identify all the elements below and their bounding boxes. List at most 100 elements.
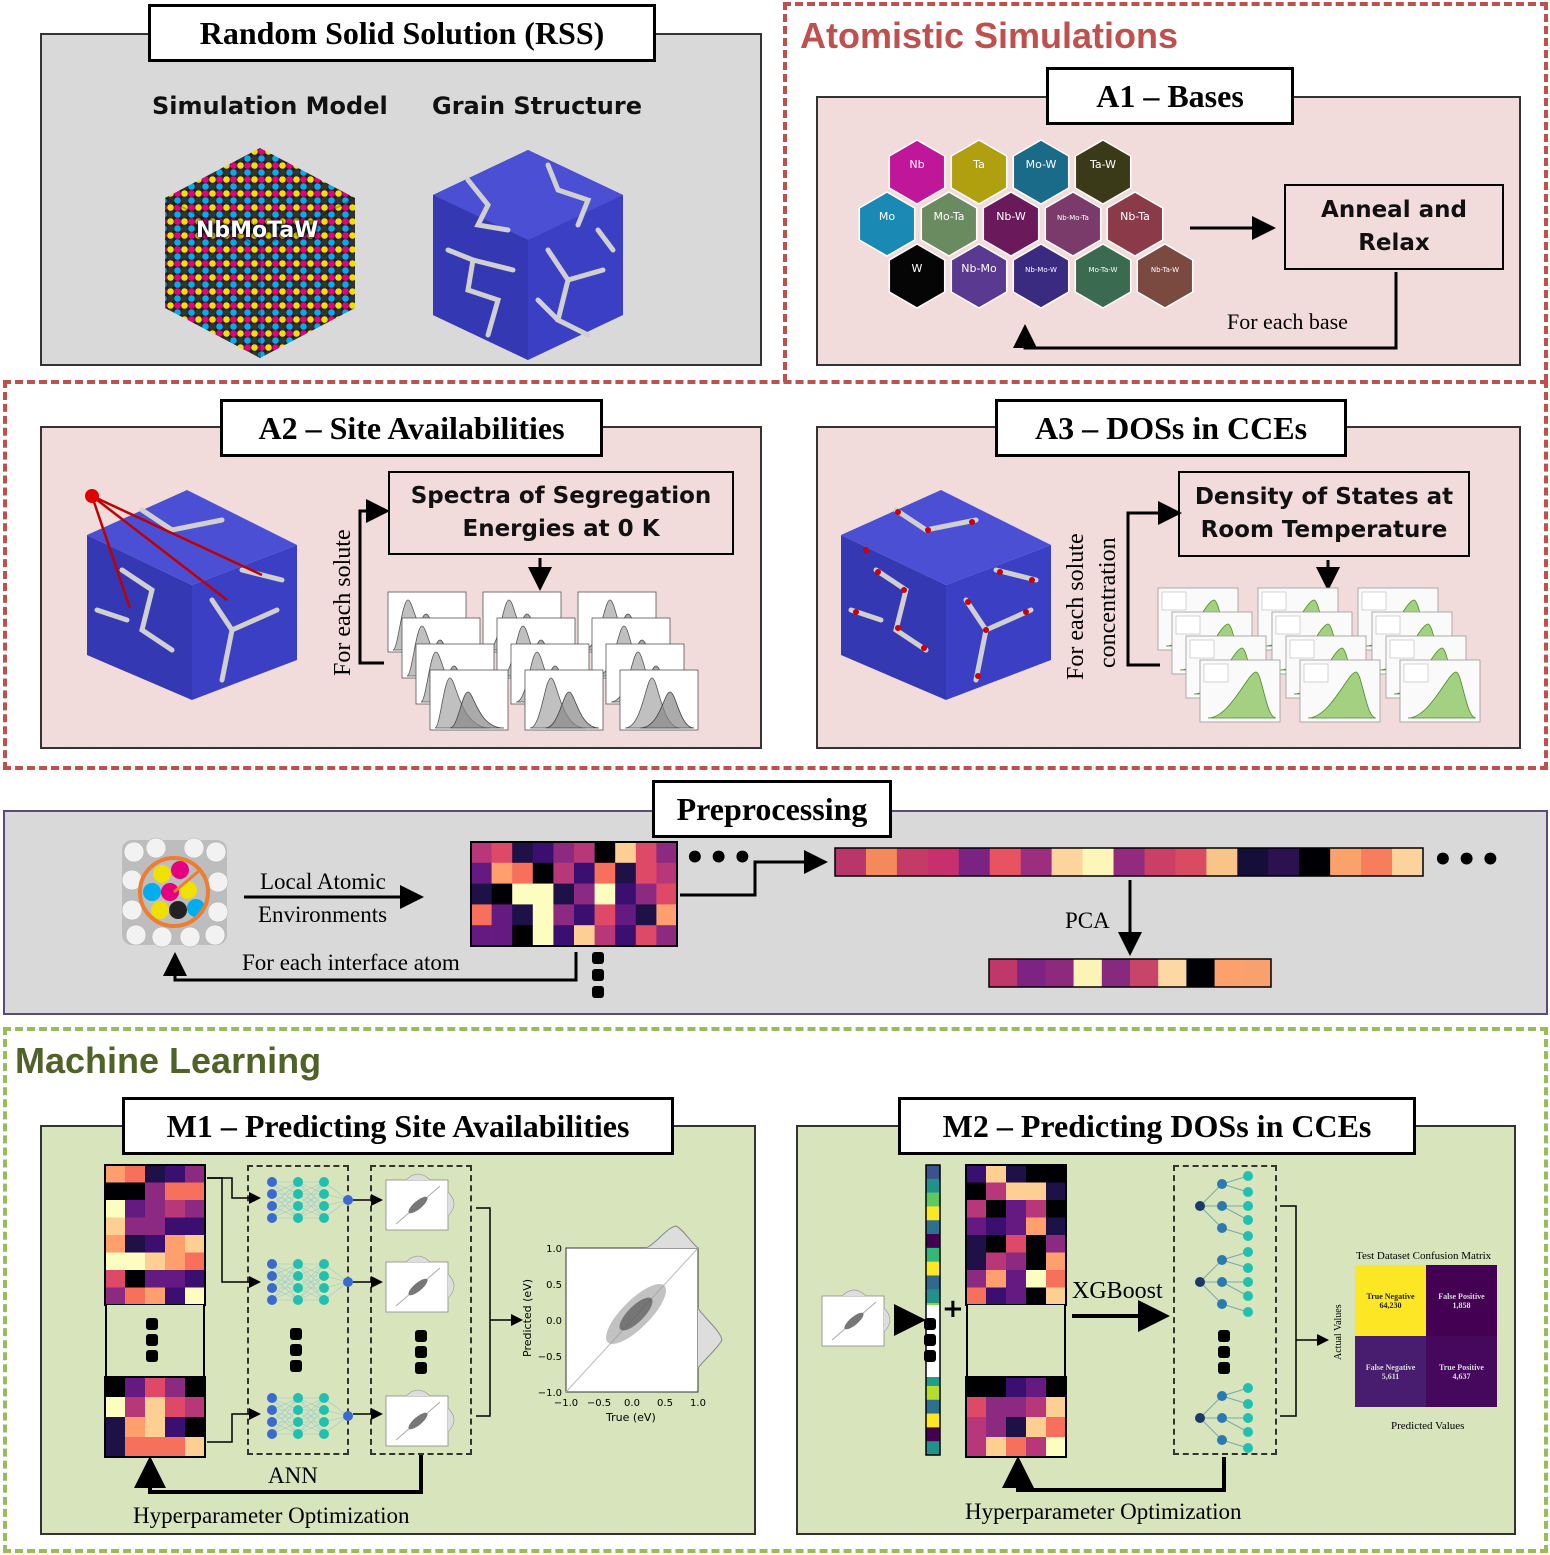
hex-label: Nb-Mo-Ta [1057, 214, 1089, 222]
feature-matrix-cell [594, 925, 616, 947]
nn-node [293, 1429, 303, 1439]
xgboost-label: XGBoost [1072, 1278, 1163, 1304]
nn-node [267, 1213, 277, 1223]
nn-edge [271, 1263, 299, 1289]
m2-matrix-top-cell [986, 1235, 1007, 1253]
atomistic-title: Atomistic Simulations [800, 15, 1179, 56]
tree-edge [1199, 1183, 1223, 1207]
simulation-model-label: Simulation Model [152, 92, 388, 120]
m2-matrix-top-cell [1046, 1270, 1067, 1288]
pca-cell [1073, 959, 1103, 987]
m2-matrix-top-cell [1006, 1287, 1027, 1306]
nn-edge [271, 1181, 299, 1219]
m1-matrix-top-cell [105, 1165, 126, 1183]
m1-matrix-top-cell [145, 1235, 166, 1253]
nn-edge [297, 1263, 325, 1289]
feature-matrix-cell [471, 925, 492, 947]
feature-matrix-cell [471, 862, 492, 884]
feature-matrix-cell [574, 862, 595, 884]
nn-edge [271, 1275, 299, 1301]
tree-node [1217, 1201, 1227, 1211]
feature-matrix-cell [512, 883, 534, 905]
m1-matrix-bottom-cell [125, 1437, 146, 1458]
m1-matrix-bottom-cell [185, 1397, 206, 1418]
m2-matrix-top-cell [966, 1252, 987, 1271]
m2-matrix-bottom-cell [1026, 1397, 1047, 1418]
m1-matrix-top-cell [145, 1200, 166, 1218]
nn-edge [297, 1193, 325, 1219]
lae-line1: Local Atomic [260, 869, 386, 894]
m1-matrix-top-cell [165, 1287, 186, 1306]
hex-mo [858, 191, 916, 257]
mini-parity-hist [841, 1289, 867, 1297]
m1-matrix-top-cell [105, 1235, 126, 1253]
dos-curve [1207, 671, 1277, 719]
nn-node [343, 1195, 353, 1205]
feature-matrix-border [470, 841, 678, 947]
anneal-relax-box: Anneal and Relax [1284, 184, 1504, 270]
nn-edge [271, 1397, 299, 1435]
hex-mo-ta [920, 191, 978, 257]
a3-grain-cube [841, 490, 1051, 700]
rss-panel [40, 33, 762, 366]
pca-cell [989, 959, 1018, 987]
m1-matrix-top-cell [125, 1217, 146, 1236]
dos-legend [1189, 639, 1215, 659]
feature-matrix-cell [553, 842, 575, 864]
m1-matrix-bottom-cell [125, 1397, 146, 1418]
tree-node [1243, 1247, 1253, 1257]
m1-matrix-top-cell [125, 1270, 146, 1288]
tree-dots [1218, 1330, 1230, 1342]
hex-label: Nb-Ta-W [1151, 266, 1179, 274]
m1-matrix-bottom-cell [145, 1417, 166, 1438]
tree-node [1217, 1391, 1227, 1401]
nn-node [267, 1189, 277, 1199]
m1-matrix-top-cell [105, 1287, 126, 1306]
feature-matrix-cell [635, 904, 657, 926]
ann-dots [290, 1344, 302, 1356]
vector-cell [1392, 848, 1424, 876]
m2-matrix-top-cell [966, 1270, 987, 1288]
feature-matrix-cell [656, 925, 678, 947]
ann-dots [290, 1360, 302, 1372]
parity-dots [415, 1346, 427, 1358]
m2-matrix-bottom-cell [1006, 1437, 1027, 1458]
dos-legend [1361, 591, 1387, 611]
m1-matrix-bottom [104, 1376, 206, 1458]
m1-matrix-top-cell [125, 1287, 146, 1306]
parity-xtick: −0.5 [587, 1398, 611, 1409]
tree-node [1195, 1413, 1205, 1423]
feature-matrix-cell [553, 904, 575, 926]
m2-matrix-top-cell [966, 1235, 987, 1253]
tree-node [1243, 1187, 1253, 1197]
m1-matrix-top-cell [125, 1252, 146, 1271]
m2-vector-dots [924, 1318, 936, 1330]
mini-parity-hist [447, 1273, 455, 1299]
mini-parity-hist [447, 1191, 455, 1217]
tree-node [1195, 1201, 1205, 1211]
nn-node [319, 1393, 329, 1403]
hex-label: Ta-W [1089, 158, 1116, 171]
m2-vector-cell [926, 1178, 940, 1193]
m1-matrix-bottom-cell [165, 1377, 186, 1398]
m2-matrix-top-cell [986, 1165, 1007, 1183]
hex-mo-w [1012, 139, 1070, 205]
nn-node [319, 1189, 329, 1199]
tree-node [1243, 1307, 1253, 1317]
feature-matrix-cell [574, 842, 595, 864]
nn-node [319, 1177, 329, 1187]
nn-node [267, 1417, 277, 1427]
hex-nb-w [982, 191, 1040, 257]
hex-label: W [912, 262, 923, 275]
a2-grain-cube [85, 489, 297, 700]
m1-join [476, 1207, 491, 1417]
vector-ellipsis: ••• [1432, 840, 1504, 880]
tree-node [1243, 1291, 1253, 1301]
dos-box: Density of States at Room Temperature [1178, 471, 1470, 557]
parity-xlabel: True (eV) [606, 1411, 656, 1424]
pca-border [988, 958, 1272, 988]
ml-region [3, 1027, 1548, 1553]
m1-matrix-top-cell [125, 1235, 146, 1253]
vector-cell [1144, 848, 1176, 876]
